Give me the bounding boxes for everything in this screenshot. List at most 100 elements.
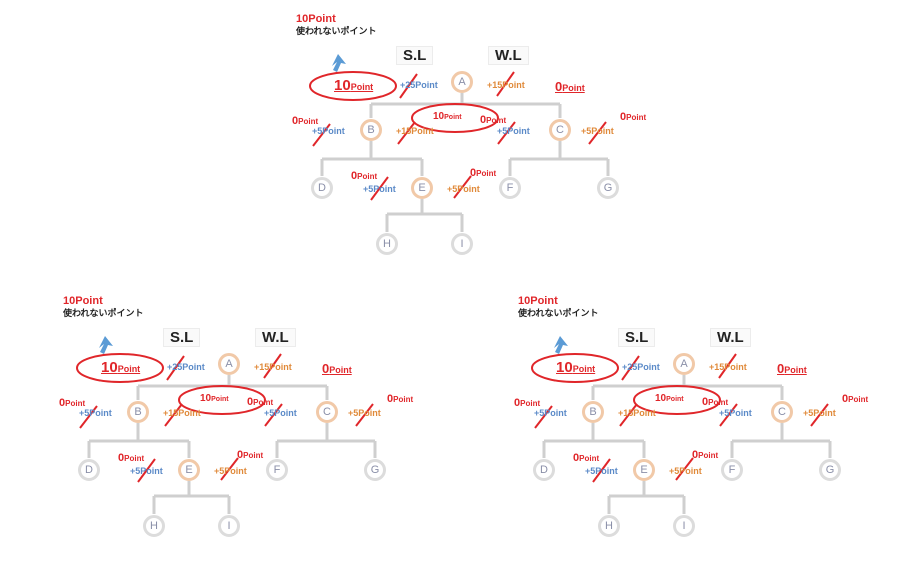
node-a: A	[218, 353, 240, 375]
big-points-unit: Point	[117, 364, 141, 374]
big-points-ellipse	[309, 71, 397, 101]
mid-points-ellipse	[411, 103, 499, 133]
node-c: C	[316, 401, 338, 423]
zero-points-e-wl: 0Point	[692, 450, 718, 461]
node-e: E	[411, 177, 433, 199]
sl-header: S.L	[396, 46, 434, 65]
zero-num: 0	[292, 115, 299, 127]
zero-num: 0	[237, 449, 244, 461]
wl-header: W.L	[255, 328, 296, 347]
node-c: C	[771, 401, 793, 423]
wl-points-c: +5Point	[348, 408, 381, 418]
zero-points-a: 0Point	[777, 362, 807, 375]
zero-unit: Point	[298, 117, 319, 126]
strike-slashes	[312, 71, 607, 201]
node-b: B	[360, 119, 382, 141]
big-points-unit: Point	[350, 82, 374, 92]
big-points-ellipse	[76, 353, 164, 383]
wl-points-a: +15Point	[254, 362, 292, 372]
zero-num: 0	[555, 79, 563, 94]
sl-points-b: +5Point	[79, 408, 112, 418]
zero-unit: Point	[476, 169, 497, 178]
zero-num: 0	[118, 452, 125, 464]
up-left-arrow-icon	[332, 54, 346, 72]
wl-points-c: +5Point	[581, 126, 614, 136]
wl-points-b: +15Point	[618, 408, 656, 418]
big-points-number: 10	[101, 359, 118, 376]
zero-points-c: 0Point	[387, 394, 413, 405]
mid-points-ellipse	[633, 385, 721, 415]
node-g: G	[597, 177, 619, 199]
node-d: D	[311, 177, 333, 199]
sl-points-c: +5Point	[264, 408, 297, 418]
unused-points-value: 10Point	[63, 295, 103, 307]
zero-unit: Point	[124, 454, 145, 463]
node-i: I	[673, 515, 695, 537]
unused-points-caption: 使われないポイント	[518, 308, 599, 318]
node-b: B	[127, 401, 149, 423]
tree-connectors	[87, 375, 377, 514]
node-f: F	[266, 459, 288, 481]
sl-points-e: +5Point	[585, 466, 618, 476]
mid-points-number: 10	[433, 111, 445, 122]
wl-points-e: +5Point	[214, 466, 247, 476]
zero-num: 0	[514, 397, 521, 409]
sl-points-e: +5Point	[363, 184, 396, 194]
zero-unit: Point	[708, 398, 729, 407]
node-d: D	[78, 459, 100, 481]
mid-points-number: 10	[200, 393, 212, 404]
zero-points-e-sl: 0Point	[118, 453, 144, 464]
zero-points-a: 0Point	[322, 362, 352, 375]
tree-connectors	[320, 93, 610, 232]
node-i: I	[451, 233, 473, 255]
unused-points-caption: 使われないポイント	[63, 308, 144, 318]
mid-points-unit: Point	[666, 396, 684, 403]
zero-unit: Point	[562, 83, 585, 93]
mid-points-unit: Point	[211, 396, 229, 403]
zero-points-e-sl: 0Point	[573, 453, 599, 464]
node-g: G	[364, 459, 386, 481]
sl-points-c: +5Point	[719, 408, 752, 418]
mid-points-label: 10Point	[200, 394, 229, 404]
zero-num: 0	[322, 361, 330, 376]
zero-points-e-wl: 0Point	[237, 450, 263, 461]
big-points-number: 10	[556, 359, 573, 376]
zero-unit: Point	[393, 395, 414, 404]
sl-points-e: +5Point	[130, 466, 163, 476]
sl-header: S.L	[618, 328, 656, 347]
wl-points-b: +15Point	[163, 408, 201, 418]
zero-num: 0	[480, 114, 487, 126]
skill-tree-2: 10Point 使われないポイント S.L W.L 10Point 0Point…	[57, 295, 413, 556]
zero-points-mid: 0Point	[702, 397, 728, 408]
zero-num: 0	[59, 397, 66, 409]
node-f: F	[721, 459, 743, 481]
zero-points-b: 0Point	[292, 116, 318, 127]
mid-points-label: 10Point	[655, 394, 684, 404]
zero-num: 0	[247, 396, 254, 408]
zero-points-c: 0Point	[842, 394, 868, 405]
wl-points-a: +15Point	[487, 80, 525, 90]
tree-graphics	[76, 336, 377, 514]
zero-unit: Point	[243, 451, 264, 460]
zero-num: 0	[702, 396, 709, 408]
sl-points-b: +5Point	[534, 408, 567, 418]
tree-connectors	[542, 375, 832, 514]
node-i: I	[218, 515, 240, 537]
zero-num: 0	[470, 167, 477, 179]
node-h: H	[143, 515, 165, 537]
up-left-arrow-icon	[99, 336, 113, 354]
node-h: H	[376, 233, 398, 255]
node-a: A	[673, 353, 695, 375]
node-c: C	[549, 119, 571, 141]
skill-tree-3: 10Point 使われないポイント S.L W.L 10Point 0Point…	[512, 296, 868, 556]
zero-num: 0	[620, 111, 627, 123]
zero-points-b: 0Point	[59, 398, 85, 409]
zero-unit: Point	[486, 116, 507, 125]
sl-points-a: +25Point	[167, 362, 205, 372]
mid-points-number: 10	[655, 393, 667, 404]
zero-unit: Point	[357, 172, 378, 181]
sl-points-a: +25Point	[400, 80, 438, 90]
big-points-label: 10Point	[556, 360, 595, 375]
unused-points-caption: 使われないポイント	[296, 26, 377, 36]
zero-points-mid: 0Point	[480, 115, 506, 126]
